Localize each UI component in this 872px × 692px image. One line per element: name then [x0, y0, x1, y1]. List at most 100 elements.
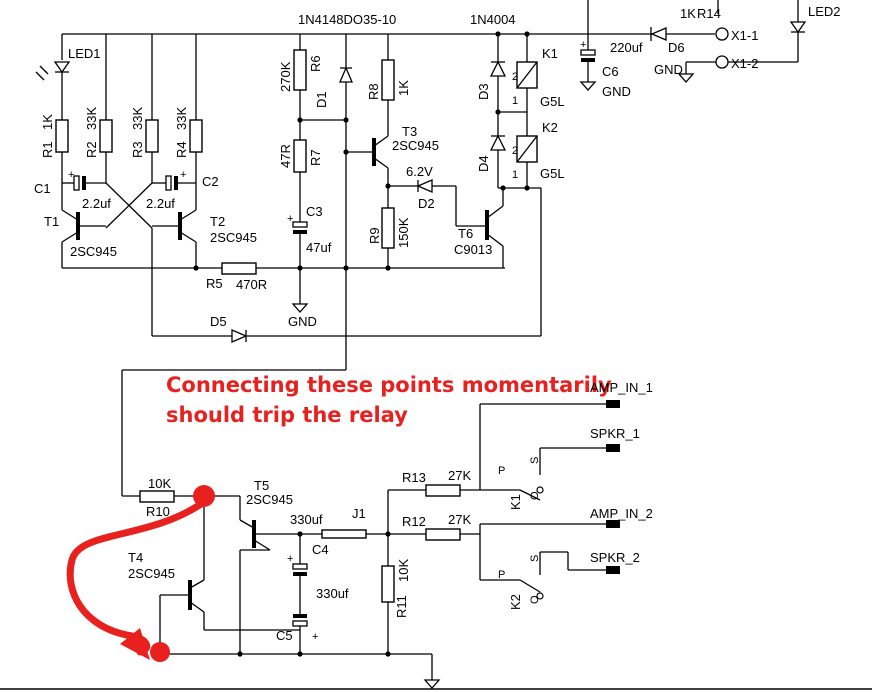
label-c5-val: 330uf — [316, 586, 349, 601]
label-t4: T4 — [128, 550, 143, 565]
label-r12: R12 — [402, 514, 426, 529]
resistor-r9 — [381, 207, 395, 249]
label-g5l-1: G5L — [540, 94, 565, 109]
capacitor-c4 — [292, 563, 308, 570]
resistor-r4 — [189, 119, 203, 153]
label-r8: R8 — [366, 83, 381, 100]
transistor-t3 — [372, 135, 389, 169]
label-t1-part: 2SC945 — [70, 244, 117, 259]
label-t5: T5 — [254, 478, 269, 493]
resistor-r10 — [139, 490, 175, 503]
diode-d4 — [489, 134, 507, 151]
resistor-r1 — [55, 119, 69, 153]
ground-mid — [291, 303, 309, 313]
terminal-x1-1 — [715, 27, 729, 41]
label-pin-1a: 2 — [512, 71, 518, 83]
connector-amp-in-2 — [606, 520, 620, 528]
capacitor-c2 — [165, 175, 172, 191]
label-pin-2a: 2 — [512, 145, 518, 157]
label-6v2: 6.2V — [406, 164, 433, 179]
label-c3: C3 — [306, 204, 323, 219]
diode-d1 — [339, 66, 353, 83]
label-d3: D3 — [476, 83, 491, 100]
connector-spkr-2 — [606, 566, 620, 574]
capacitor-c5 — [293, 614, 307, 618]
label-gnd-c6: GND — [602, 84, 631, 99]
label-gnd-mid: GND — [288, 314, 317, 329]
label-r9-val: 150K — [396, 217, 411, 248]
label-plus-c6: + — [580, 39, 586, 51]
label-led1: LED1 — [68, 46, 101, 61]
label-t2-part: 2SC945 — [210, 230, 257, 245]
label-r1-val: 1K — [40, 114, 55, 130]
annotation-line-2: should trip the relay — [166, 403, 408, 427]
label-t1: T1 — [44, 214, 59, 229]
label-amp-in-1: AMP_IN_1 — [590, 380, 653, 395]
led2-symbol — [789, 21, 807, 34]
label-r12-val: 27K — [448, 512, 471, 527]
resistor-r11 — [381, 565, 395, 603]
led1-symbol — [53, 61, 71, 74]
label-r5: R5 — [206, 276, 223, 291]
label-1n4148: 1N4148DO35-10 — [298, 12, 396, 27]
label-pin-1b: 1 — [512, 95, 518, 107]
diode-d5 — [231, 329, 248, 343]
transistor-t1 — [61, 209, 106, 243]
label-r14-val: 1K — [680, 6, 696, 21]
label-c4-val: 330uf — [290, 512, 323, 527]
label-r3-val: 33K — [130, 107, 145, 130]
red-arrow-head — [120, 628, 150, 660]
label-r14: R14 — [697, 6, 721, 21]
label-plus-c4: + — [287, 553, 293, 565]
label-d4: D4 — [476, 155, 491, 172]
capacitor-c3 — [292, 221, 308, 228]
label-r4: R4 — [174, 141, 189, 158]
transistor-t5 — [239, 519, 271, 551]
label-d6: D6 — [668, 40, 685, 55]
label-r10: R10 — [146, 504, 170, 519]
ground-x1 — [677, 73, 695, 83]
label-r8-val: 1K — [396, 80, 411, 96]
label-c2-val: 2.2uf — [146, 196, 175, 211]
label-k1: K1 — [542, 46, 558, 61]
label-plus-c1: + — [68, 169, 74, 181]
connector-amp-in-1 — [606, 400, 620, 408]
label-r9: R9 — [367, 227, 382, 244]
resistor-r2 — [99, 119, 113, 153]
label-t3-part: 2SC945 — [392, 138, 439, 153]
capacitor-c1 — [73, 175, 80, 191]
label-o2: O — [529, 595, 541, 604]
label-plus-c5: + — [312, 631, 318, 643]
label-led2: LED2 — [808, 4, 841, 19]
label-spkr-2: SPKR_2 — [590, 550, 640, 565]
resistor-r3 — [145, 119, 159, 153]
label-p2: P — [498, 569, 505, 581]
label-r7-val: 47R — [278, 144, 293, 168]
diode-d3 — [489, 60, 507, 77]
label-d2: D2 — [418, 196, 435, 211]
label-s2: S — [529, 555, 541, 562]
transistor-t2 — [152, 209, 197, 243]
label-t6: T6 — [458, 226, 473, 241]
label-r6: R6 — [308, 55, 323, 72]
label-c1-val: 2.2uf — [82, 196, 111, 211]
resistor-r13 — [425, 484, 461, 497]
label-x1-2: X1-2 — [731, 56, 758, 71]
ground-bottom — [423, 679, 441, 689]
label-pin-2b: 1 — [512, 169, 518, 181]
label-r5-val: 470R — [236, 277, 267, 292]
label-r3: R3 — [130, 141, 145, 158]
red-point-b — [150, 642, 170, 662]
label-k1-contact: K1 — [508, 494, 523, 510]
resistor-r5 — [221, 262, 257, 275]
resistor-r6 — [293, 49, 307, 91]
terminal-x1-2 — [715, 55, 729, 69]
label-r10-val: 10K — [148, 476, 171, 491]
label-c3-val: 47uf — [306, 240, 332, 255]
label-r7: R7 — [308, 149, 323, 166]
label-c6-val: 220uf — [610, 40, 643, 55]
label-d1: D1 — [314, 91, 329, 108]
label-r13-val: 27K — [448, 468, 471, 483]
label-k2-contact: K2 — [508, 594, 523, 610]
